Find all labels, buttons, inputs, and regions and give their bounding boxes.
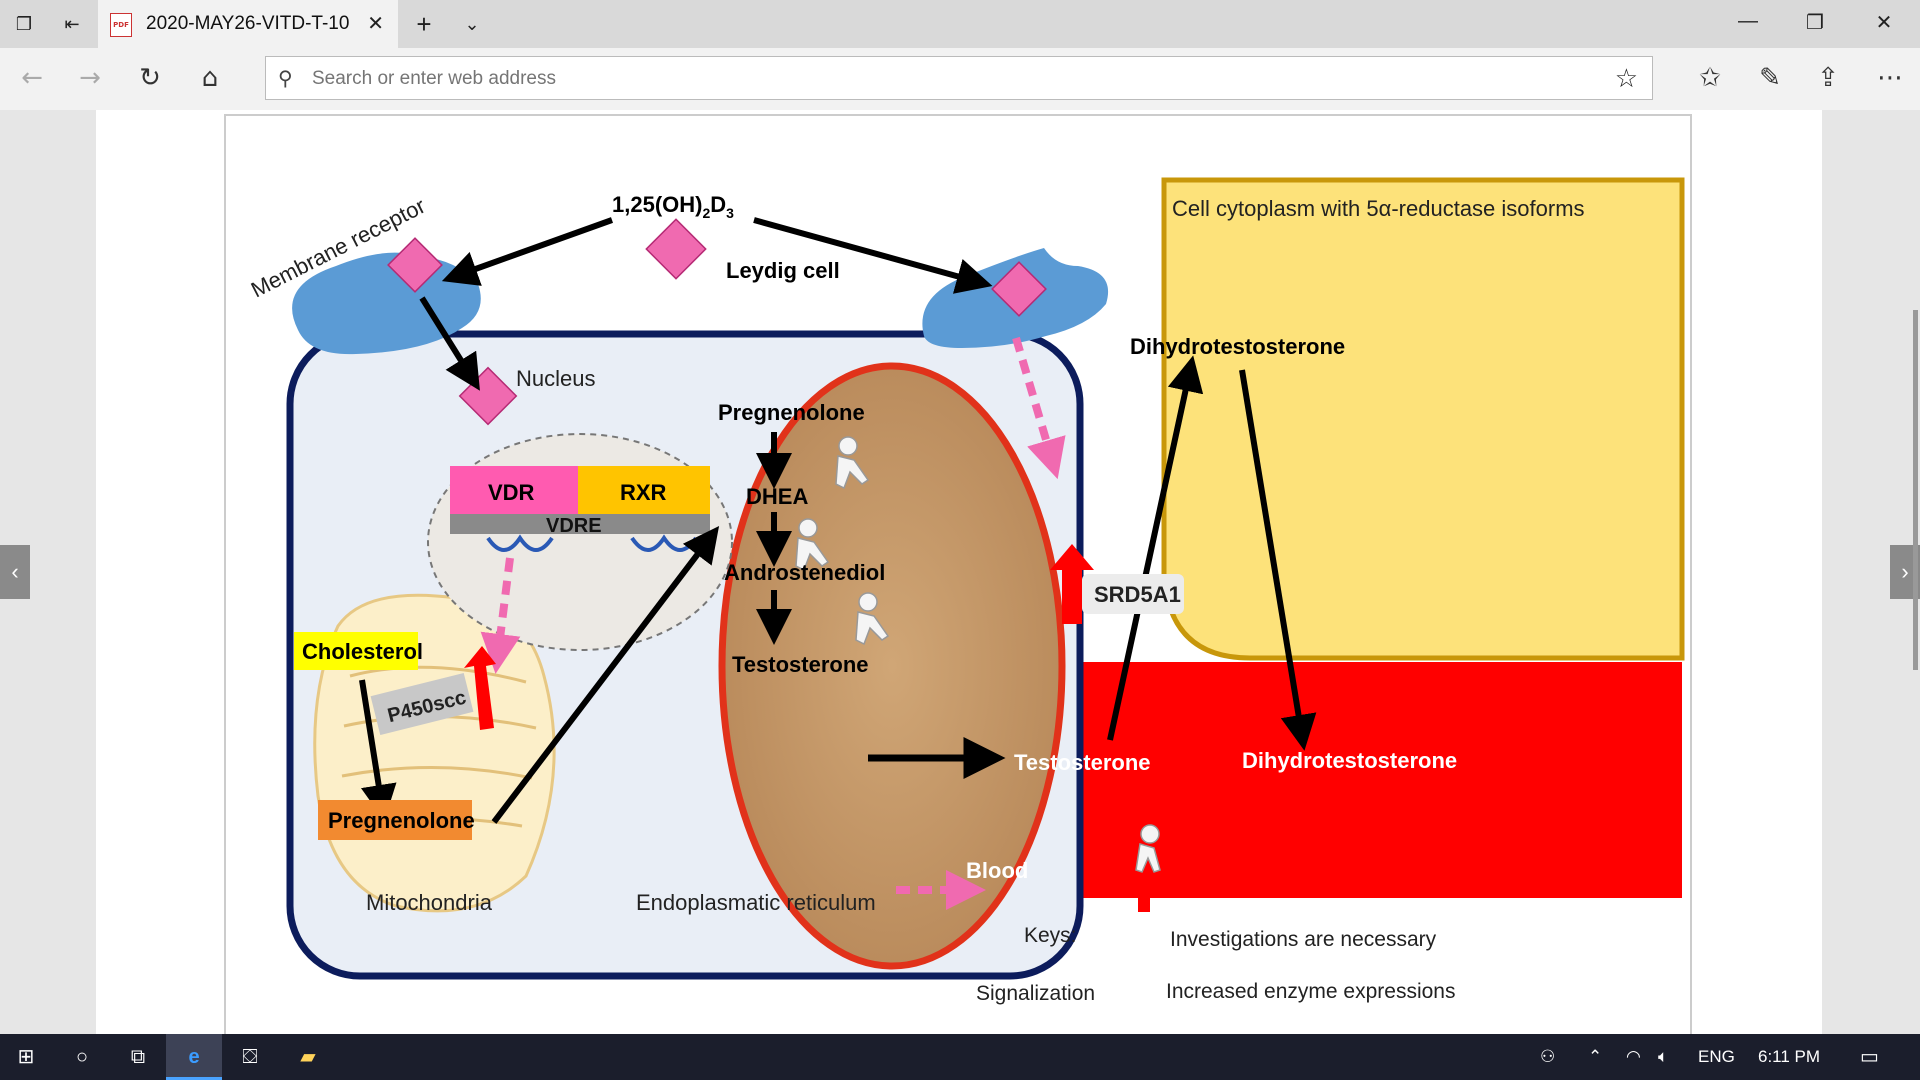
address-input[interactable] bbox=[310, 63, 1564, 95]
prev-page-icon[interactable]: ‹ bbox=[0, 545, 30, 599]
figure-frame: 1,25(OH)2D3 Membrane receptor Leydig cel… bbox=[224, 114, 1692, 1034]
pen-icon[interactable]: ✎ bbox=[1759, 63, 1781, 93]
blood-area bbox=[1080, 662, 1682, 898]
favorite-star-icon[interactable]: ☆ bbox=[1614, 63, 1638, 93]
blood-testosterone-label: Testosterone bbox=[1014, 750, 1151, 775]
taskbar: ⊞ ○ ⧉ e ⛋ ▰ ⚇ ⌃ ◠ 🔈︎ ENG 6:11 PM ▭ bbox=[0, 1034, 1920, 1080]
scrollbar[interactable] bbox=[1913, 310, 1918, 670]
nucleus-label: Nucleus bbox=[516, 366, 595, 391]
tab-title: 2020-MAY26-VITD-T-10 bbox=[146, 13, 350, 34]
search-icon: ⚲ bbox=[278, 68, 293, 90]
diamond-center bbox=[645, 218, 707, 280]
diamond-left bbox=[387, 237, 443, 293]
forward-icon[interactable]: → bbox=[79, 63, 101, 93]
share-icon[interactable]: ⇪ bbox=[1817, 63, 1839, 93]
pathway-diagram: 1,25(OH)2D3 Membrane receptor Leydig cel… bbox=[247, 177, 1685, 1005]
refresh-icon[interactable]: ↻ bbox=[139, 63, 161, 93]
edge-icon[interactable]: e bbox=[166, 1034, 222, 1080]
set-tabs-aside-icon[interactable]: ⇤ bbox=[64, 14, 80, 34]
language-indicator[interactable]: ENG bbox=[1698, 1047, 1735, 1066]
enzyme-arrow-srd5a1 bbox=[1050, 544, 1094, 624]
notifications-icon[interactable]: ▭ bbox=[1860, 1046, 1879, 1068]
rxr-label: RXR bbox=[620, 480, 667, 505]
diamond-right bbox=[991, 261, 1047, 317]
mitochondria-label: Mitochondria bbox=[366, 890, 493, 915]
keys-label: Keys: bbox=[1024, 924, 1077, 947]
key-enzyme-label: Increased enzyme expressions bbox=[1166, 980, 1455, 1003]
srd5a1-box bbox=[1082, 574, 1184, 614]
store-icon[interactable]: ⛋ bbox=[242, 1046, 258, 1068]
navigation-bar: ← → ↻ ⌂ ⚲ ☆ ✩ ✎ ⇪ ⋯ bbox=[0, 48, 1920, 111]
clock[interactable]: 6:11 PM bbox=[1758, 1047, 1821, 1066]
key-enzyme-arrow bbox=[1128, 862, 1160, 912]
pregnenolone-mito-box bbox=[318, 800, 472, 840]
er-label: Endoplasmatic reticulum bbox=[636, 890, 876, 915]
srd5a1-label: SRD5A1 bbox=[1094, 582, 1181, 607]
file-explorer-icon[interactable]: ▰ bbox=[300, 1046, 316, 1068]
p450scc-box bbox=[370, 672, 474, 736]
new-tab-icon[interactable]: + bbox=[416, 9, 432, 39]
people-icon[interactable]: ⚇ bbox=[1540, 1047, 1556, 1066]
pdf-icon: PDF bbox=[110, 13, 132, 37]
er-shape bbox=[718, 362, 1066, 970]
vdr-box bbox=[450, 466, 582, 514]
key-investigation-icon bbox=[1135, 824, 1161, 873]
dht-top-label: Dihydrotestosterone bbox=[1130, 334, 1345, 359]
more-icon[interactable]: ⋯ bbox=[1877, 63, 1903, 93]
windows-start-icon[interactable]: ⊞ bbox=[17, 1046, 35, 1068]
minimize-icon[interactable]: — bbox=[1738, 10, 1758, 32]
cholesterol-box bbox=[294, 632, 418, 670]
restore-icon[interactable]: ❐ bbox=[1806, 12, 1824, 34]
title-bar: ❐ ⇤ PDF 2020-MAY26-VITD-T-10 ✕ + ⌄ — ❐ ✕ bbox=[0, 0, 1920, 48]
pdf-viewer[interactable]: 1,25(OH)2D3 Membrane receptor Leydig cel… bbox=[0, 110, 1920, 1034]
vdre-box bbox=[450, 514, 710, 534]
blood-label: Blood bbox=[966, 858, 1028, 883]
hormone-label: 1,25(OH)2D3 bbox=[612, 192, 734, 221]
address-bar[interactable]: ⚲ ☆ bbox=[265, 56, 1653, 100]
er-testosterone-label: Testosterone bbox=[732, 652, 869, 677]
vdr-label: VDR bbox=[488, 480, 535, 505]
cytoplasm-area bbox=[1161, 177, 1685, 661]
back-icon[interactable]: ← bbox=[21, 63, 43, 93]
er-pregnenolone-label: Pregnenolone bbox=[718, 400, 865, 425]
rxr-box bbox=[578, 466, 710, 514]
task-view-icon[interactable]: ⧉ bbox=[130, 1046, 146, 1068]
enzyme-arrow-mito bbox=[464, 646, 496, 730]
cholesterol-label: Cholesterol bbox=[302, 639, 423, 664]
androstenediol-label: Androstenediol bbox=[724, 560, 885, 585]
investigation-icon-1 bbox=[835, 436, 870, 490]
pregnenolone-mito-label: Pregnenolone bbox=[328, 808, 475, 833]
favorites-icon[interactable]: ✩ bbox=[1699, 63, 1721, 93]
home-icon[interactable]: ⌂ bbox=[201, 63, 219, 93]
dhea-label: DHEA bbox=[746, 484, 808, 509]
vdre-label: VDRE bbox=[546, 515, 602, 537]
chevron-down-icon[interactable]: ⌄ bbox=[464, 14, 480, 34]
cytoplasm-label: Cell cytoplasm with 5α-reductase isoform… bbox=[1172, 196, 1585, 221]
chevron-up-icon[interactable]: ⌃ bbox=[1588, 1047, 1603, 1066]
close-tab-icon[interactable]: ✕ bbox=[367, 13, 384, 35]
investigation-icon-2 bbox=[795, 518, 830, 572]
key-signalization-label: Signalization bbox=[976, 982, 1095, 1005]
investigation-icon-3 bbox=[855, 592, 890, 646]
leydig-cell-label: Leydig cell bbox=[726, 258, 840, 283]
volume-icon[interactable]: 🔈︎ bbox=[1658, 1047, 1669, 1066]
close-window-icon[interactable]: ✕ bbox=[1875, 12, 1893, 34]
key-investigations-label: Investigations are necessary bbox=[1170, 928, 1437, 951]
tab-actions-icon[interactable]: ❐ bbox=[15, 14, 33, 34]
tab-pdf[interactable]: PDF 2020-MAY26-VITD-T-10 ✕ bbox=[98, 0, 398, 48]
membrane-receptor-left bbox=[292, 252, 481, 355]
cortana-icon[interactable]: ○ bbox=[75, 1046, 89, 1068]
blood-dht-label: Dihydrotestosterone bbox=[1242, 748, 1457, 773]
wifi-icon[interactable]: ◠ bbox=[1626, 1047, 1641, 1066]
